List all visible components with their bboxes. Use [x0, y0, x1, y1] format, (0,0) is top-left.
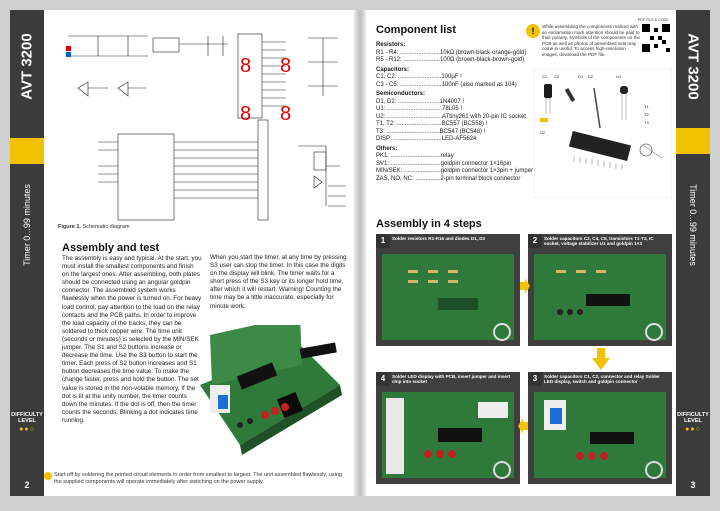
step-title: Solder capacitors C2, C4, C5, transistor… [544, 236, 654, 247]
right-difficulty-label: DIFFICULTY LEVEL [677, 412, 709, 424]
component-item: R5 - R12: ......................100Ω (br… [376, 57, 525, 63]
right-sidebar-subtitle: Timer 0...99 minutes [688, 184, 698, 266]
part-label: C1 [542, 74, 548, 79]
step-number: 2 [528, 234, 542, 248]
part-label: T2 [644, 112, 649, 117]
part-label: D2 [588, 74, 594, 79]
left-page: AVT 3200 Timer 0...99 minutes DIFFICULTY… [10, 10, 354, 496]
part-label: T3 [644, 120, 649, 125]
step-2-pcb-photo [534, 254, 666, 341]
step-4-pcb-photo [382, 392, 514, 479]
figure-caption-text: Schematic diagram [80, 224, 130, 230]
assembly-step-4: 4 Solder LED display with PCB, insert ju… [376, 372, 520, 484]
step-title: Solder LED display with PCB, insert jump… [392, 374, 511, 385]
arrow-left-icon [518, 418, 528, 434]
component-item: C3 - C5: .........................100nF … [376, 81, 517, 88]
component-item: U2: .................................ATt… [376, 113, 526, 120]
component-item: R1 - R4: ........................10kΩ (b… [376, 49, 527, 56]
part-label: U2 [540, 130, 546, 135]
component-item: U1: .................................78L… [376, 106, 463, 112]
component-group-heading: Others: [376, 145, 398, 152]
figure-caption: Figure 1. Schematic diagram [58, 224, 130, 230]
part-label: C2 [554, 74, 560, 79]
component-item: MIN/SEK: ......................goldpin c… [376, 168, 534, 174]
tip-icon [44, 472, 52, 480]
component-list: Resistors:R1 - R4: .....................… [376, 40, 546, 183]
left-difficulty: DIFFICULTY LEVEL ●●○ [10, 412, 44, 433]
left-sidebar-title: AVT 3200 [18, 33, 36, 100]
step-3-pcb-photo [534, 392, 666, 479]
component-item: T3: ................................BC54… [376, 128, 486, 135]
right-yellow-bar [676, 128, 710, 154]
step-1-pcb-photo [382, 254, 514, 341]
left-page-number: 2 [24, 480, 30, 490]
exclamation-icon: ! [526, 24, 540, 38]
figure-caption-bold: Figure 1. [58, 224, 81, 230]
svg-text:8: 8 [240, 55, 251, 77]
svg-text:8: 8 [240, 103, 251, 125]
assembly-text-col2: When you start the timer, at any time by… [210, 254, 347, 310]
right-sidebar-title: AVT 3200 [684, 33, 702, 100]
step-number: 1 [376, 234, 390, 248]
step-title: Solder resistors R1-R16 and diodes D1, D… [392, 236, 486, 241]
assembly-heading: Assembly and test [62, 242, 160, 254]
component-item: ZAS, NO, NC: ...............2-pin termin… [376, 175, 521, 182]
arrow-down-icon [592, 348, 610, 370]
page-gutter [354, 10, 366, 496]
qr-label: PDF FILE & CODE [638, 18, 669, 22]
part-label: D1 [578, 74, 584, 79]
svg-text:8: 8 [280, 55, 291, 77]
assembly-step-2: 2 Solder capacitors C2, C4, C5, transist… [528, 234, 672, 346]
assembly-text-col1: The assembly is easy and typical. At the… [62, 255, 202, 424]
component-item: PK1: ..............................relay [376, 153, 454, 159]
left-sidebar-subtitle: Timer 0...99 minutes [22, 184, 32, 266]
assembly-step-3: 3 Solder capacitors C1, C2, connector an… [528, 372, 672, 484]
soldering-tip: Start off by soldering the printed circu… [54, 472, 342, 485]
left-yellow-bar [10, 138, 44, 164]
part-label: U1 [616, 74, 622, 79]
schematic-diagram: 8 8 8 8 [66, 33, 346, 221]
assembled-device-photo [200, 325, 342, 455]
step-number: 4 [376, 372, 390, 386]
qr-code-icon[interactable] [642, 24, 670, 52]
difficulty-dots-icon: ●●○ [19, 426, 35, 433]
component-group-heading: Resistors: [376, 42, 406, 48]
component-group-heading: Semiconductors: [376, 91, 426, 97]
polarity-note: While assembling the components marked w… [542, 24, 640, 57]
part-label: T1 [644, 104, 649, 109]
component-item: C1, C2: ..........................100µF … [376, 74, 462, 80]
assembly-step-1: 1 Solder resistors R1-R16 and diodes D1,… [376, 234, 520, 346]
difficulty-dots-icon: ●●○ [685, 426, 701, 433]
right-page-number: 3 [690, 480, 696, 490]
component-list-heading: Component list [376, 24, 457, 36]
left-sidebar: AVT 3200 Timer 0...99 minutes DIFFICULTY… [10, 10, 44, 496]
component-item: SV1: ..............................goldp… [376, 160, 512, 167]
component-item: DISP: .............................LED-A… [376, 136, 477, 142]
step-title: Solder capacitors C1, C2, connector and … [544, 374, 660, 385]
component-item: D1, D2: .........................1N4007 … [376, 98, 465, 105]
step-number: 3 [528, 372, 542, 386]
arrow-right-icon [520, 278, 530, 294]
right-sidebar: AVT 3200 Timer 0...99 minutes DIFFICULTY… [676, 10, 710, 496]
component-item: T1, T2: ...........................BC557… [376, 121, 488, 127]
assembly-steps-heading: Assembly in 4 steps [376, 218, 482, 230]
svg-text:8: 8 [280, 103, 291, 125]
right-page: AVT 3200 Timer 0...99 minutes DIFFICULTY… [366, 10, 710, 496]
right-difficulty: DIFFICULTY LEVEL ●●○ [676, 412, 710, 433]
component-group-heading: Capacitors: [376, 66, 410, 73]
left-difficulty-label: DIFFICULTY LEVEL [11, 412, 43, 424]
